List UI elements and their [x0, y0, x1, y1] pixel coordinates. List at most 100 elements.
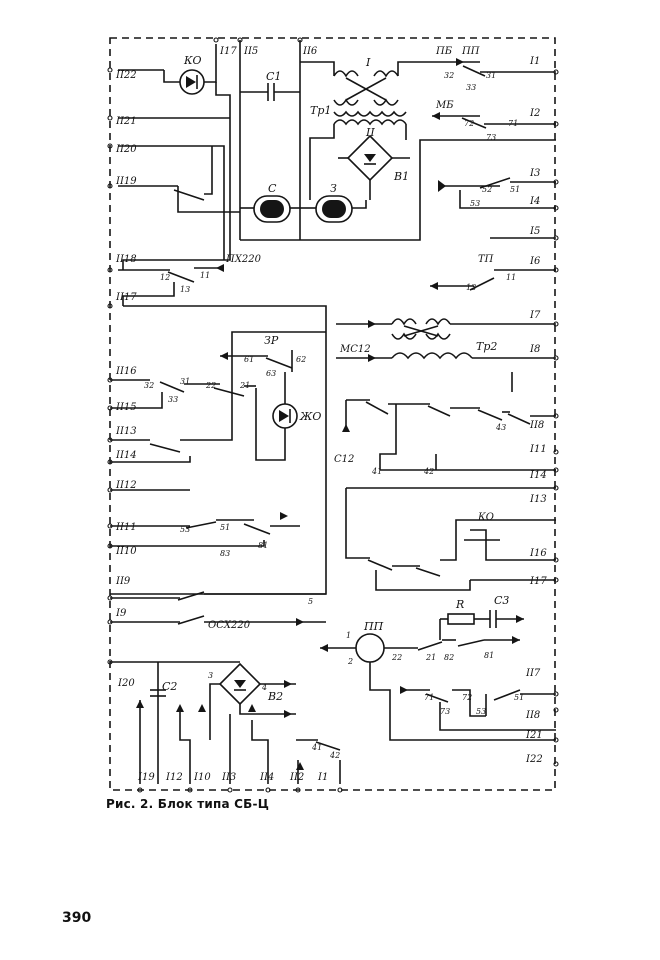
terminal-label: I13	[529, 494, 547, 505]
contact-number: 53	[470, 199, 480, 208]
contact-number: 4	[261, 683, 267, 692]
component-label: ЖО	[299, 410, 321, 423]
signal-label: МБ	[435, 100, 454, 111]
component-label: С2	[162, 680, 177, 693]
contact-number: 41	[311, 743, 322, 752]
contact-number: 73	[440, 707, 450, 716]
terminal-label: II6	[302, 46, 318, 57]
terminal-label: II14	[115, 450, 137, 461]
contact-number: 11	[200, 271, 210, 280]
wiring-middle	[110, 318, 556, 591]
terminal-label: I22	[525, 754, 543, 765]
contact-number: 53	[476, 707, 486, 716]
terminal-label: II16	[115, 366, 137, 377]
contact-number: 22	[205, 381, 216, 390]
terminal-labels: II22 I17 II 5 II6 I1 II21 I2 II20 I I19 I3…	[115, 46, 547, 783]
terminal-label: I9	[115, 608, 127, 619]
terminal-label: I21	[525, 730, 543, 741]
figure-caption: Рис. 2. Блок типа СБ-Ц	[106, 797, 270, 811]
component-label: В1	[393, 170, 409, 183]
contact-number: 53	[180, 525, 190, 534]
terminal-label: I17	[219, 46, 237, 57]
contact-number: 13	[466, 283, 476, 292]
contact-number: 51	[220, 523, 230, 532]
terminal-label: I4	[529, 196, 540, 207]
wiring-top	[110, 40, 556, 595]
component-label: ПП	[363, 620, 384, 633]
terminal-label: II13	[115, 426, 137, 437]
terminal-label: II4	[259, 772, 274, 783]
terminal-label: II2	[289, 772, 304, 783]
contact-number: 43	[495, 423, 506, 432]
component-label: КО	[183, 54, 202, 67]
component-label: Тр1	[310, 104, 331, 117]
terminal-label: I5	[529, 226, 540, 237]
contact-number: 3	[208, 671, 213, 680]
component-label: R	[455, 598, 464, 611]
component-label: I	[365, 56, 371, 69]
component-label: С3	[494, 594, 509, 607]
terminal-label: I16	[529, 548, 547, 559]
terminal-label: I14	[529, 470, 547, 481]
contact-number: 22	[391, 653, 402, 662]
terminal-label: II7	[525, 668, 541, 679]
contact-number: 11	[506, 273, 516, 282]
terminal-label: I20	[117, 678, 135, 689]
terminal-label: II22	[115, 70, 137, 81]
contact-number: 21	[425, 653, 436, 662]
contact-number: 32	[144, 381, 154, 390]
terminal-label: II21	[115, 116, 137, 127]
contact-number: 72	[464, 119, 474, 128]
terminal-label: I19	[137, 772, 155, 783]
contact-number: 73	[486, 133, 496, 142]
terminal-label: I10	[193, 772, 211, 783]
contact-number: 13	[180, 285, 190, 294]
component-label: С1	[266, 70, 281, 83]
terminal-label: II20	[115, 144, 137, 155]
signal-label: ПП	[461, 46, 480, 57]
terminal-label: II3	[221, 772, 236, 783]
signal-label: МС12	[339, 344, 371, 355]
contact-number: 33	[466, 83, 476, 92]
terminal-label: II8	[529, 420, 544, 431]
contact-number: 81	[484, 651, 494, 660]
contact-number: 71	[508, 119, 518, 128]
terminal-label: I1	[529, 56, 540, 67]
contact-number: 31	[486, 71, 496, 80]
contact-number: 21	[239, 381, 250, 390]
component-label: II	[365, 126, 375, 139]
terminal-label: II18	[115, 254, 137, 265]
contact-number: 32	[444, 71, 454, 80]
page-number: 390	[62, 910, 92, 926]
signal-label: ПХ220	[225, 254, 262, 265]
terminal-label: I8	[529, 344, 540, 355]
signal-label: КО	[477, 512, 494, 523]
contact-number: 33	[168, 395, 178, 404]
terminal-label: I3	[529, 168, 540, 179]
terminal-label: II11	[115, 522, 137, 533]
contact-number: 42	[423, 467, 434, 476]
component-label: С	[268, 182, 277, 195]
contact-number: 5	[308, 597, 313, 606]
wiring-lower	[110, 591, 556, 784]
terminal-label: I1	[317, 772, 328, 783]
contact-number: 12	[160, 273, 170, 282]
contact-number: 52	[482, 185, 492, 194]
terminal-label: I6	[529, 256, 541, 267]
signal-labels: ПБ МБ ПХ220 ОСХ220 МС12 С12 ПП КО ТП	[208, 46, 494, 631]
component-label: В2	[267, 690, 283, 703]
terminal-label: II10	[115, 546, 137, 557]
terminal-label: I2	[529, 108, 540, 119]
component-label: З	[330, 182, 337, 195]
terminal-label: I12	[165, 772, 183, 783]
contact-number: 41	[371, 467, 382, 476]
contact-number: 81	[258, 541, 268, 550]
component-label: ЗР	[264, 334, 279, 347]
terminal-label: II15	[115, 402, 137, 413]
contact-numbers: 32 31 33 72 73 71 52 51 53 13 11 12 11 1…	[144, 71, 524, 760]
terminal-label: I7	[529, 310, 541, 321]
contact-number: 31	[180, 377, 190, 386]
contact-number: 62	[296, 355, 306, 364]
signal-label: ТП	[478, 254, 494, 265]
